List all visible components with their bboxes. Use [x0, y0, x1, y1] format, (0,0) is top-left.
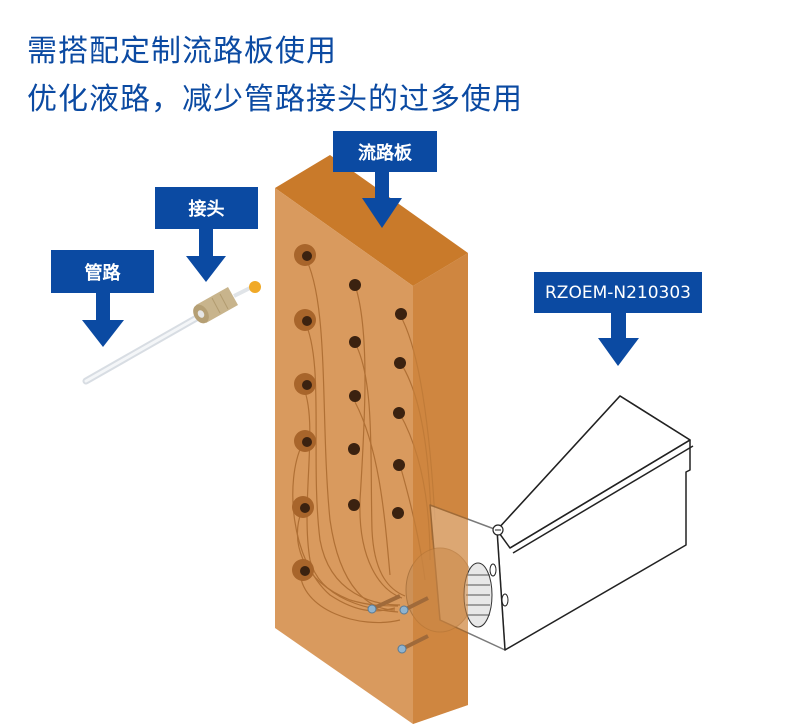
manifold-arrow	[362, 170, 402, 228]
headline-line-1: 需搭配定制流路板使用	[27, 34, 337, 69]
port	[349, 390, 361, 402]
tubing-arrow	[82, 292, 124, 347]
valve-model-arrow	[598, 312, 639, 366]
pin-tip	[367, 604, 377, 614]
port	[348, 499, 360, 511]
large-ports	[292, 244, 316, 581]
port	[393, 407, 405, 419]
port	[395, 308, 407, 320]
pin-tip	[397, 644, 407, 654]
port	[349, 336, 361, 348]
port	[292, 496, 314, 518]
port	[393, 459, 405, 471]
tubing-callout-label: 管路	[51, 250, 154, 293]
small-ports	[348, 279, 407, 519]
port	[394, 357, 406, 369]
port	[294, 244, 316, 266]
valve-model-callout-label: RZOEM-N210303	[534, 272, 702, 313]
port	[294, 373, 316, 395]
board-top	[275, 155, 468, 286]
tubing-with-fitting	[82, 281, 261, 385]
headline-line-2: 优化液路，减少管路接头的过多使用	[27, 82, 523, 117]
port	[294, 309, 316, 331]
connection-pins	[367, 594, 429, 654]
fitting-callout-label: 接头	[155, 187, 258, 229]
fitting-nut	[193, 287, 238, 324]
port	[349, 279, 361, 291]
port	[292, 559, 314, 581]
pin-tip	[399, 605, 409, 615]
manifold-callout-label: 流路板	[333, 131, 437, 172]
port	[294, 430, 316, 452]
port	[392, 507, 404, 519]
fitting-arrow	[186, 228, 226, 282]
port	[348, 443, 360, 455]
ferrule-ball	[249, 281, 261, 293]
